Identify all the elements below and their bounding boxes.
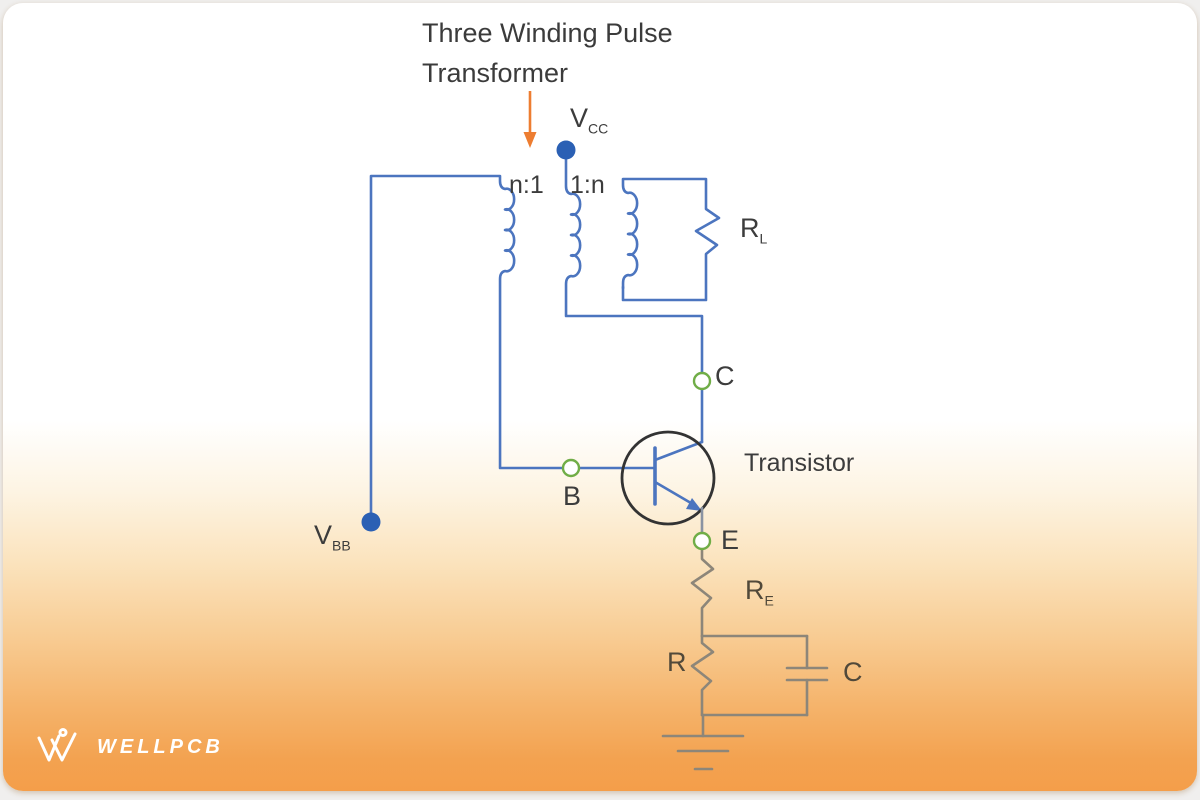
transistor-circle [620,430,716,526]
load-loop-and-rl-resistor [621,177,721,302]
collector-node-circle [692,371,712,391]
logo: WELLPCB [35,725,224,769]
logo-mark-icon [37,728,77,762]
collector-label: C [715,361,735,391]
diagram-card: Three Winding Pulse Transformer VCC n:1 … [3,3,1197,791]
transistor-emitter-line [653,480,698,508]
r-resistor-zigzag [690,634,715,717]
logo-text: WELLPCB [97,735,224,758]
transistor-label: Transistor [744,449,855,477]
vcc-terminal-dot [556,140,576,160]
base-label: B [563,481,582,511]
vbb-terminal-dot [361,512,381,532]
ratio-left-label: n:1 [509,171,544,199]
vcc-wire-and-secondary-winding [564,154,704,444]
rl-label: RL [740,213,768,247]
emitter-arrowhead-icon [686,498,702,511]
vbb-label: VBB [314,520,351,554]
circuit-drawing [361,91,829,771]
re-resistor-zigzag [690,547,715,638]
ground-symbol [661,734,745,771]
diagram-title: Three Winding Pulse Transformer [422,18,673,88]
vcc-label: VCC [570,103,609,137]
tertiary-winding [621,178,639,290]
capacitor-label: C [843,657,863,687]
r-label: R [667,647,687,677]
emitter-node-circle [692,531,712,551]
vbb-wire-and-primary-winding [369,174,655,524]
emitter-label: E [721,525,740,555]
base-node-circle [561,458,581,478]
re-label: RE [745,575,774,609]
ratio-right-label: 1:n [570,171,605,199]
capacitor-plates [785,666,829,682]
transistor-collector-line [653,440,704,462]
pointer-arrow [523,91,537,148]
